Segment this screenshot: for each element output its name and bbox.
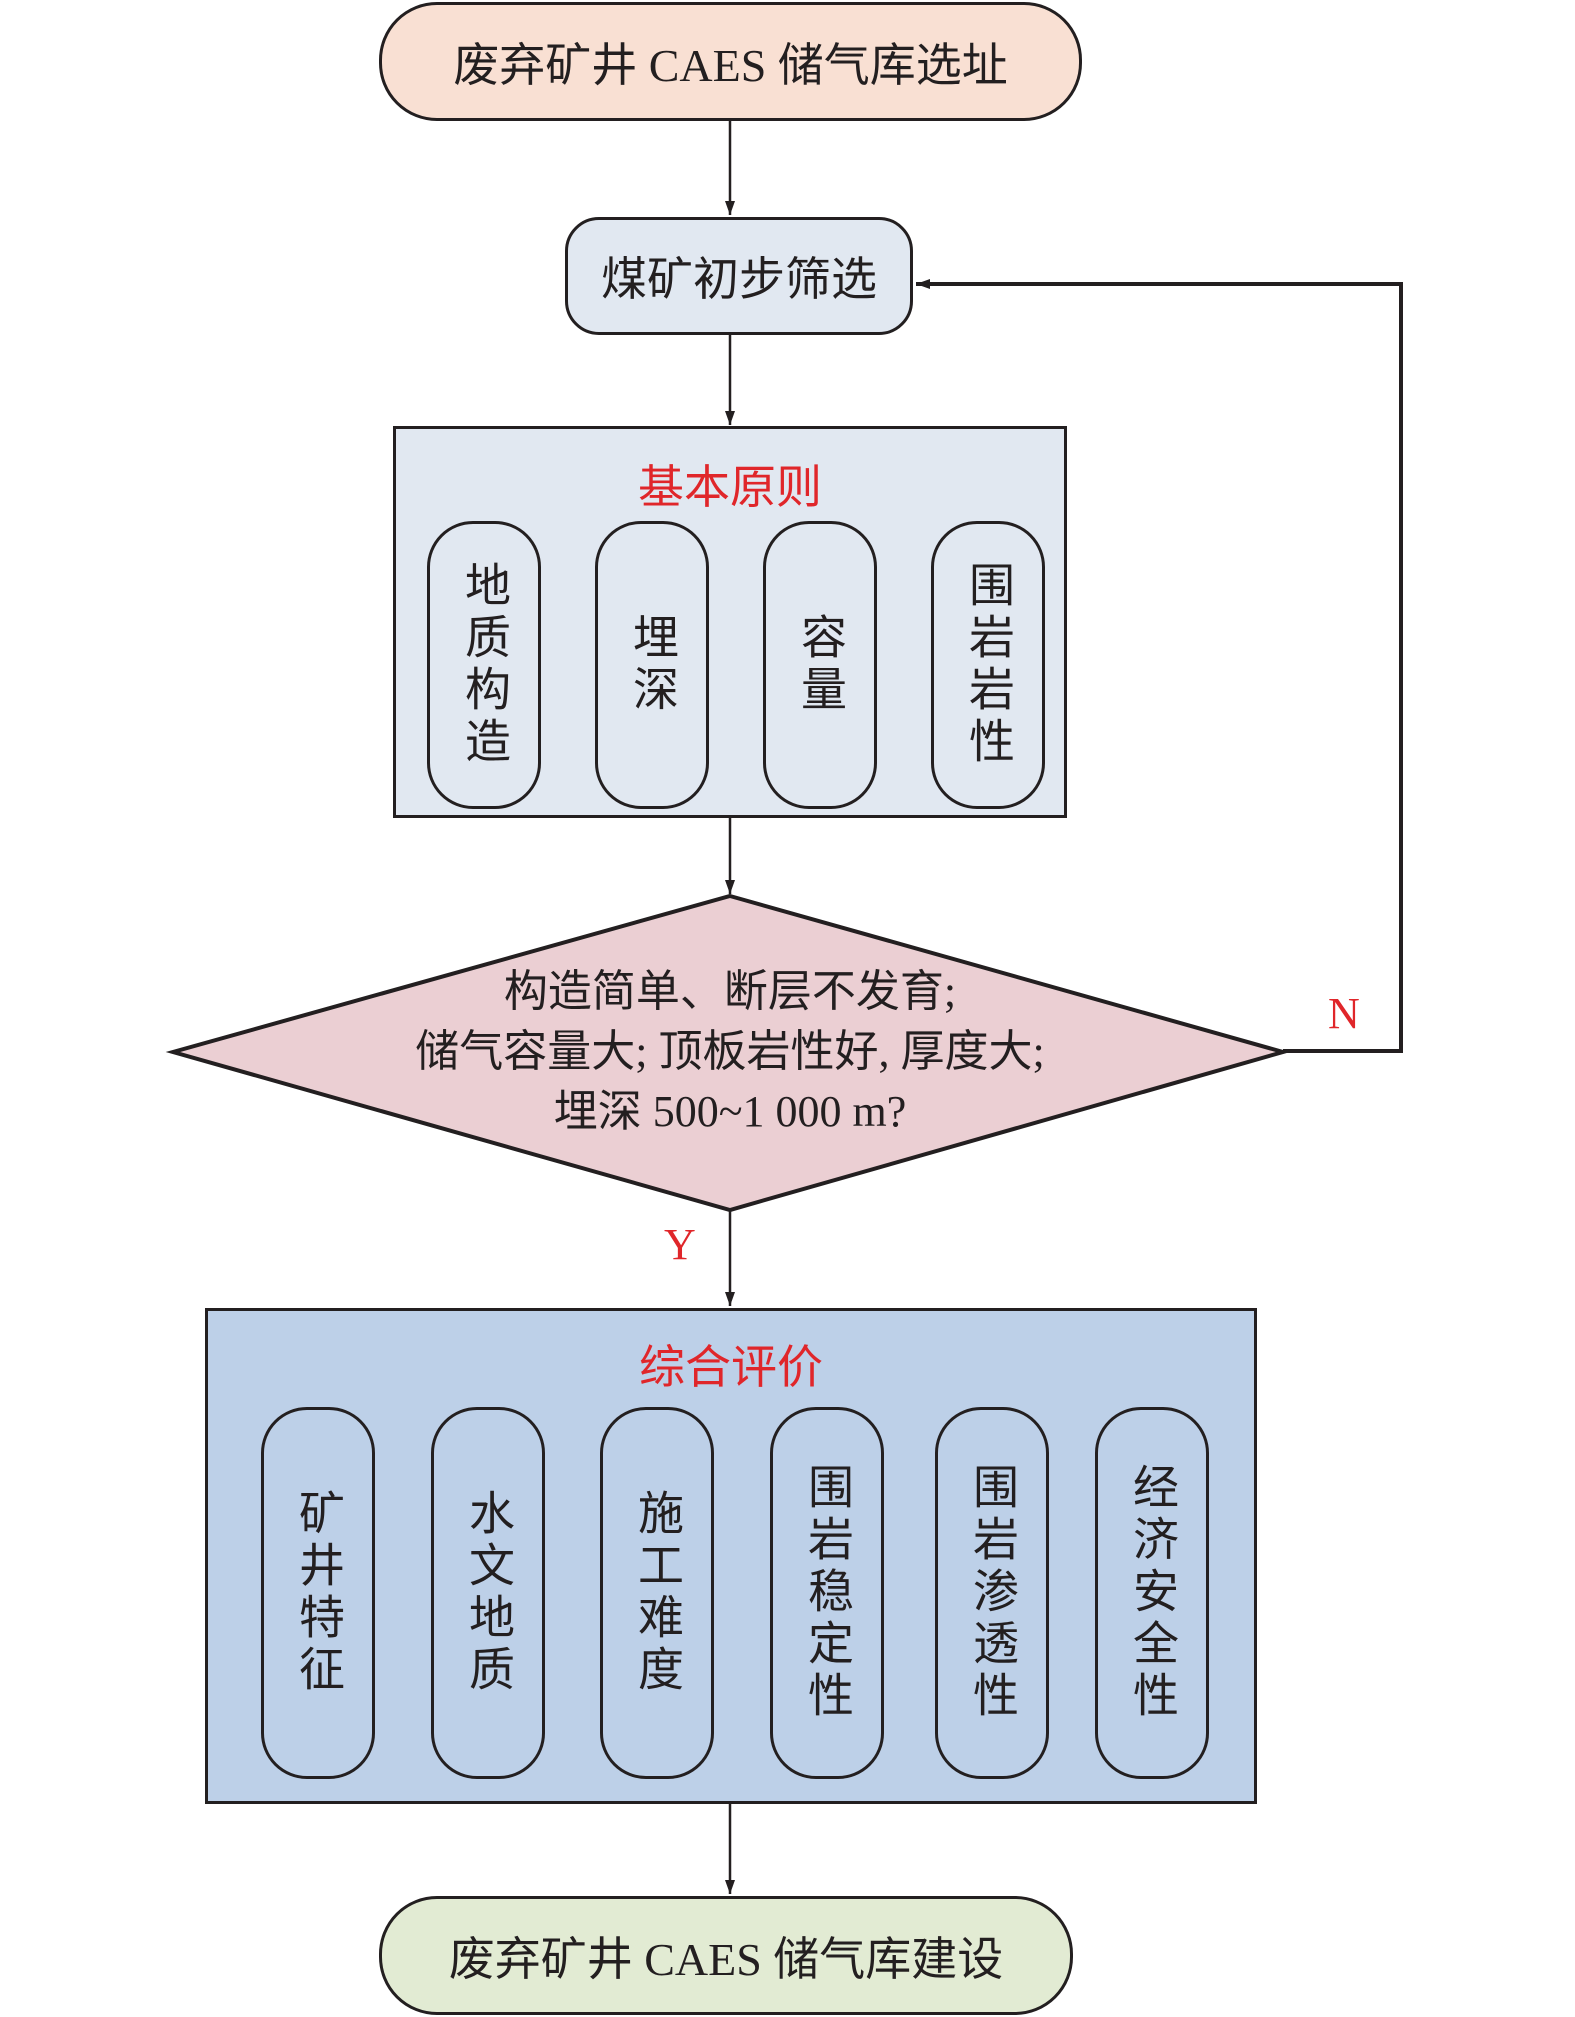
evaluation-item: 水文地质 — [431, 1407, 545, 1779]
principle-item-label: 围岩岩性 — [963, 561, 1014, 769]
evaluation-item-label: 矿井特征 — [293, 1489, 344, 1697]
decision-line: 构造简单、断层不发育; — [503, 967, 957, 1016]
principle-item-label: 埋深 — [627, 613, 678, 717]
screening-label: 煤矿初步筛选 — [601, 254, 877, 305]
decision-line: 储气容量大; 顶板岩性好, 厚度大; — [415, 1027, 1045, 1076]
end-terminal: 废弃矿井 CAES 储气库建设 — [379, 1896, 1073, 2015]
evaluation-item-label: 围岩渗透性 — [967, 1463, 1018, 1723]
principle-item: 围岩岩性 — [931, 521, 1045, 809]
principles-panel: 基本原则 地质构造 埋深 容量 围岩岩性 — [393, 426, 1067, 818]
evaluation-item: 经济安全性 — [1095, 1407, 1209, 1779]
evaluation-item-label: 经济安全性 — [1127, 1463, 1178, 1723]
evaluation-title: 综合评价 — [639, 1342, 823, 1393]
evaluation-panel: 综合评价 矿井特征 水文地质 施工难度 围岩稳定性 围岩渗透性 经济安全性 — [205, 1308, 1257, 1804]
principle-item-label: 容量 — [795, 613, 846, 717]
evaluation-item-label: 水文地质 — [463, 1489, 514, 1697]
evaluation-item-label: 施工难度 — [632, 1489, 683, 1697]
evaluation-item: 矿井特征 — [261, 1407, 375, 1779]
principle-item: 容量 — [763, 521, 877, 809]
principle-item: 地质构造 — [427, 521, 541, 809]
principle-item-label: 地质构造 — [459, 561, 510, 769]
evaluation-item: 施工难度 — [600, 1407, 714, 1779]
end-label: 废弃矿井 CAES 储气库建设 — [448, 1933, 1004, 1985]
decision-line: 埋深 500~1 000 m? — [553, 1087, 907, 1136]
start-label: 废弃矿井 CAES 储气库选址 — [453, 39, 1008, 91]
principle-item: 埋深 — [595, 521, 709, 809]
evaluation-item: 围岩渗透性 — [935, 1407, 1049, 1779]
screening-step: 煤矿初步筛选 — [565, 217, 913, 335]
start-terminal: 废弃矿井 CAES 储气库选址 — [379, 2, 1082, 121]
no-label: N — [1328, 989, 1360, 1038]
evaluation-item: 围岩稳定性 — [770, 1407, 884, 1779]
yes-label: Y — [664, 1220, 696, 1269]
evaluation-item-label: 围岩稳定性 — [802, 1463, 853, 1723]
principles-title: 基本原则 — [638, 462, 822, 513]
decision-text: 构造简单、断层不发育; 储气容量大; 顶板岩性好, 厚度大; 埋深 500~1 … — [300, 962, 1160, 1142]
